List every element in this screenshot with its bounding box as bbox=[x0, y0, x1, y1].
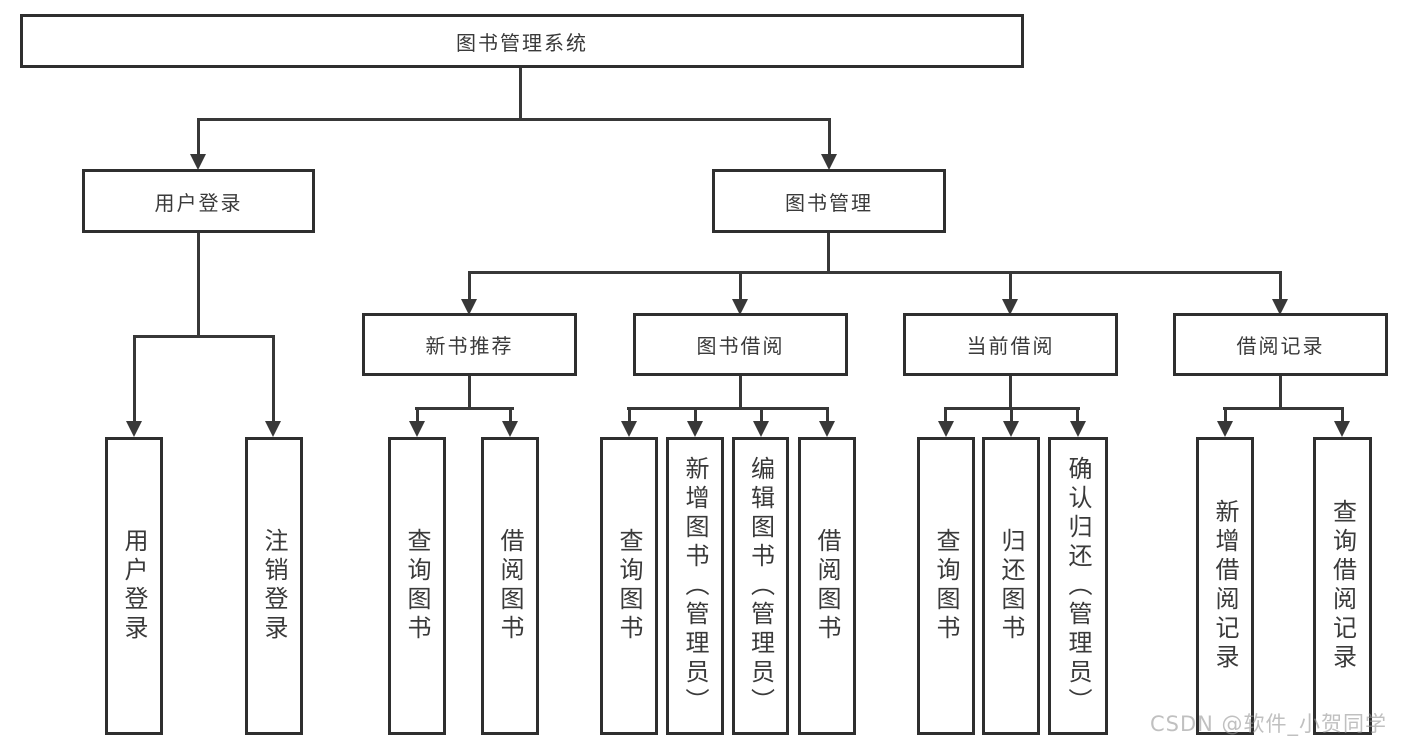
node-user-login-label: 用户登录 bbox=[154, 190, 243, 215]
arrow-down-icon bbox=[821, 154, 837, 170]
leaf-add-borrow-record-label: 新增借阅记录 bbox=[1211, 499, 1239, 673]
leaf-recommend-query-book: 查询图书 bbox=[388, 437, 446, 735]
connector-line bbox=[1279, 271, 1282, 301]
arrow-down-icon bbox=[1002, 299, 1018, 315]
leaf-return-book-label: 归还图书 bbox=[997, 528, 1025, 644]
leaf-current-query-book-label: 查询图书 bbox=[932, 528, 960, 644]
arrow-down-icon bbox=[1334, 421, 1350, 437]
connector-line bbox=[468, 376, 471, 409]
connector-line bbox=[944, 407, 947, 423]
leaf-borrow-query-book: 查询图书 bbox=[600, 437, 658, 735]
connector-line bbox=[760, 407, 763, 423]
connector-line bbox=[739, 376, 742, 409]
connector-line bbox=[468, 271, 1281, 274]
arrow-down-icon bbox=[265, 421, 281, 437]
node-user-login: 用户登录 bbox=[82, 169, 315, 233]
connector-line bbox=[509, 407, 512, 423]
connector-line bbox=[468, 271, 471, 301]
csdn-watermark: CSDN @软件_小贺同学 bbox=[1150, 712, 1388, 736]
leaf-return-book: 归还图书 bbox=[982, 437, 1040, 735]
node-new-book-recommend: 新书推荐 bbox=[362, 313, 577, 376]
node-book-management-label: 图书管理 bbox=[785, 190, 873, 215]
arrow-down-icon bbox=[126, 421, 142, 437]
connector-line bbox=[1010, 407, 1013, 423]
node-root: 图书管理系统 bbox=[20, 14, 1024, 68]
connector-line bbox=[415, 407, 514, 410]
leaf-current-query-book: 查询图书 bbox=[917, 437, 975, 735]
leaf-user-login: 用户登录 bbox=[105, 437, 163, 735]
arrow-down-icon bbox=[190, 154, 206, 170]
leaf-user-login-label: 用户登录 bbox=[120, 528, 148, 644]
arrow-down-icon bbox=[1070, 421, 1086, 437]
connector-line bbox=[133, 335, 275, 338]
connector-line bbox=[828, 118, 831, 156]
leaf-borrow-query-book-label: 查询图书 bbox=[615, 528, 643, 644]
leaf-borrow-book: 借阅图书 bbox=[798, 437, 856, 735]
node-current-borrow: 当前借阅 bbox=[903, 313, 1118, 376]
connector-line bbox=[1279, 376, 1282, 409]
connector-line bbox=[694, 407, 697, 423]
leaf-confirm-return-admin: 确认归还（管理员） bbox=[1048, 437, 1108, 735]
connector-line bbox=[272, 335, 275, 422]
connector-line bbox=[197, 118, 831, 121]
arrow-down-icon bbox=[409, 421, 425, 437]
arrow-down-icon bbox=[1217, 421, 1233, 437]
connector-line bbox=[133, 335, 136, 422]
arrow-down-icon bbox=[819, 421, 835, 437]
connector-line bbox=[827, 233, 830, 273]
arrow-down-icon bbox=[502, 421, 518, 437]
leaf-confirm-return-admin-label: 确认归还（管理员） bbox=[1064, 455, 1092, 717]
connector-line bbox=[739, 271, 742, 301]
leaf-add-book-admin: 新增图书（管理员） bbox=[666, 437, 724, 735]
node-borrow-record-label: 借阅记录 bbox=[1236, 334, 1325, 358]
connector-line bbox=[628, 407, 631, 423]
connector-line bbox=[1009, 271, 1012, 301]
connector-line bbox=[1076, 407, 1079, 423]
connector-line bbox=[1341, 407, 1344, 423]
arrow-down-icon bbox=[938, 421, 954, 437]
leaf-add-borrow-record: 新增借阅记录 bbox=[1196, 437, 1254, 735]
connector-line bbox=[1223, 407, 1344, 410]
arrow-down-icon bbox=[732, 299, 748, 315]
arrow-down-icon bbox=[753, 421, 769, 437]
connector-line bbox=[826, 407, 829, 423]
leaf-borrow-book-label: 借阅图书 bbox=[813, 528, 841, 644]
node-book-borrow-label: 图书借阅 bbox=[696, 334, 785, 358]
leaf-edit-book-admin: 编辑图书（管理员） bbox=[732, 437, 789, 735]
leaf-recommend-borrow-book-label: 借阅图书 bbox=[496, 528, 524, 644]
leaf-recommend-borrow-book: 借阅图书 bbox=[481, 437, 539, 735]
connector-line bbox=[197, 118, 200, 156]
node-book-management: 图书管理 bbox=[712, 169, 946, 233]
node-borrow-record: 借阅记录 bbox=[1173, 313, 1388, 376]
leaf-logout-label: 注销登录 bbox=[260, 528, 288, 644]
connector-line bbox=[1009, 376, 1012, 409]
leaf-logout: 注销登录 bbox=[245, 437, 303, 735]
connector-line bbox=[627, 407, 828, 410]
leaf-edit-book-admin-label: 编辑图书（管理员） bbox=[746, 455, 775, 717]
node-new-book-recommend-label: 新书推荐 bbox=[425, 334, 514, 358]
connector-line bbox=[197, 233, 200, 337]
leaf-query-borrow-record: 查询借阅记录 bbox=[1313, 437, 1372, 735]
arrow-down-icon bbox=[1272, 299, 1288, 315]
node-book-borrow: 图书借阅 bbox=[633, 313, 848, 376]
connector-line bbox=[1224, 407, 1227, 423]
leaf-query-borrow-record-label: 查询借阅记录 bbox=[1328, 499, 1357, 673]
node-current-borrow-label: 当前借阅 bbox=[966, 334, 1055, 358]
connector-line bbox=[416, 407, 419, 423]
connector-line bbox=[519, 68, 522, 120]
arrow-down-icon bbox=[687, 421, 703, 437]
arrow-down-icon bbox=[621, 421, 637, 437]
leaf-add-book-admin-label: 新增图书（管理员） bbox=[681, 455, 709, 717]
arrow-down-icon bbox=[1003, 421, 1019, 437]
leaf-recommend-query-book-label: 查询图书 bbox=[403, 528, 431, 644]
node-root-label: 图书管理系统 bbox=[456, 30, 588, 55]
arrow-down-icon bbox=[461, 299, 477, 315]
